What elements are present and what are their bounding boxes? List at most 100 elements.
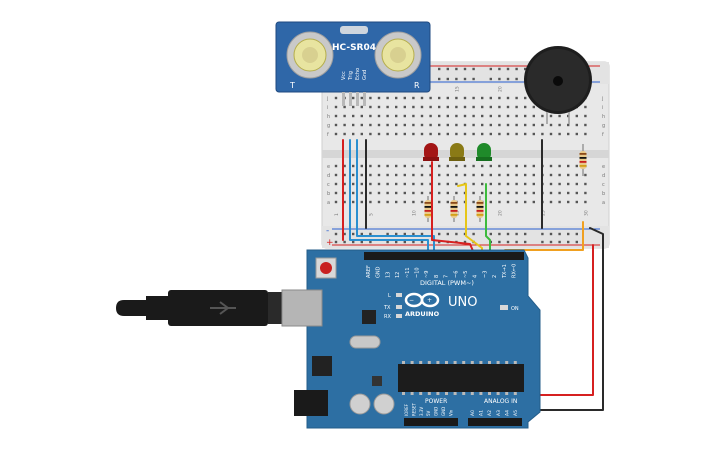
digital-pin-label: AREF — [366, 265, 372, 278]
resistor-icon — [424, 196, 432, 222]
sensor-pin-labels: Vcc Trig Echo Gnd — [341, 68, 368, 81]
sensor-pin-trig: Trig — [348, 71, 354, 81]
wire-5v — [529, 244, 594, 396]
row-label: i — [602, 105, 603, 111]
rx-led-label: RX — [384, 314, 391, 320]
digital-pin-label: ~5 — [463, 271, 469, 278]
rail-plus-label: + — [326, 238, 334, 248]
wire-sensor-echo — [356, 139, 435, 259]
power-pin-label: Vin — [448, 409, 453, 416]
ultrasonic-sensor: HC-SR04 T R Vcc Trig Echo Gnd — [275, 21, 431, 106]
usb-cable-icon — [116, 289, 323, 327]
resistor-icon — [476, 196, 484, 222]
digital-pin-label: ~6 — [453, 271, 459, 278]
sensor-pin-vcc: Vcc — [341, 71, 347, 80]
column-number: 15 — [454, 86, 460, 92]
arduino-model-label: UNO — [448, 295, 477, 310]
row-label: a — [327, 200, 330, 206]
row-label: a — [602, 200, 605, 206]
resistor-icon — [450, 196, 458, 222]
digital-pin-label: 8 — [434, 275, 440, 278]
digital-pin-label: 2 — [492, 275, 498, 278]
digital-pin-label: 4 — [473, 275, 479, 278]
row-label: e — [602, 164, 605, 170]
row-label: d — [602, 173, 605, 179]
power-pin-label: 5V — [426, 410, 431, 416]
wire-sensor-trig — [349, 139, 429, 259]
column-number: 25 — [540, 210, 546, 216]
power-pin-label: 3.3V — [419, 407, 424, 416]
wire-led-green — [485, 183, 491, 259]
tx-led-label: TX — [383, 305, 391, 311]
digital-pin-label: ~3 — [482, 271, 488, 278]
power-pin-label: GND — [441, 407, 446, 416]
analog-label: ANALOG IN — [484, 398, 517, 405]
analog-pin-label: A2 — [487, 410, 493, 416]
svg-text:−: − — [409, 297, 414, 304]
power-label: POWER — [425, 398, 447, 405]
digital-pin-label: 7 — [444, 275, 450, 278]
power-pin-label: RESET — [411, 403, 416, 416]
power-pin-label: GND — [434, 407, 439, 416]
row-label: i — [327, 105, 328, 111]
sensor-pin-gnd: Gnd — [362, 70, 368, 80]
led-yellow-icon — [449, 143, 465, 161]
l-led-label: L — [388, 293, 391, 299]
digital-header-label: DIGITAL (PWM~) — [420, 279, 474, 287]
row-label: j — [326, 96, 328, 102]
digital-pin-label: TX→1 — [502, 264, 508, 279]
row-label: b — [602, 191, 605, 197]
digital-pin-label: 12 — [395, 272, 401, 278]
analog-pin-label: A0 — [470, 410, 476, 416]
row-label: c — [602, 182, 605, 188]
sensor-t-mark: T — [289, 81, 295, 90]
row-label: e — [327, 164, 330, 170]
resistors — [424, 144, 587, 222]
digital-pin-label: GND — [376, 266, 382, 278]
row-label: h — [602, 114, 605, 120]
resistor-icon — [579, 144, 587, 176]
svg-text:+: + — [427, 297, 432, 304]
analog-pin-label: A4 — [504, 410, 510, 416]
reset-button-icon[interactable] — [315, 257, 337, 279]
row-label: c — [327, 182, 330, 188]
digital-pin-label: 13 — [385, 272, 391, 278]
arduino-logo-icon: − + — [404, 292, 440, 308]
on-led-label: ON — [511, 306, 519, 312]
column-number: 20 — [497, 86, 503, 92]
wire-gnd — [527, 227, 604, 411]
digital-pin-label: RX←0 — [512, 264, 518, 278]
analog-pin-label: A3 — [496, 410, 502, 416]
power-jack-icon — [294, 390, 328, 416]
power-pin-label: IOREF — [404, 403, 409, 416]
led-red-icon — [423, 143, 439, 161]
led-green-icon — [476, 143, 492, 161]
row-label: j — [601, 96, 603, 102]
row-label: g — [327, 123, 330, 129]
chip-icon — [398, 361, 524, 395]
column-number: 30 — [583, 210, 589, 216]
analog-pin-label: A1 — [479, 410, 485, 416]
row-label: d — [327, 173, 330, 179]
digital-pin-label: ~10 — [415, 267, 421, 278]
row-label: g — [602, 123, 605, 129]
row-label: f — [327, 132, 329, 138]
sensor-pin-echo: Echo — [355, 68, 361, 80]
column-number: 1 — [334, 213, 340, 216]
rail-minus-label: - — [326, 226, 329, 236]
row-label: f — [602, 132, 604, 138]
digital-pin-label: ~9 — [424, 271, 430, 278]
column-number: 20 — [497, 210, 503, 216]
row-label: b — [327, 191, 330, 197]
buzzer-icon — [524, 46, 592, 124]
analog-pin-label: A5 — [513, 410, 519, 416]
row-label: h — [327, 114, 330, 120]
column-number: 5 — [368, 213, 374, 216]
sensor-model-label: HC-SR04 — [332, 43, 376, 53]
digital-pin-label: ~11 — [405, 267, 411, 278]
